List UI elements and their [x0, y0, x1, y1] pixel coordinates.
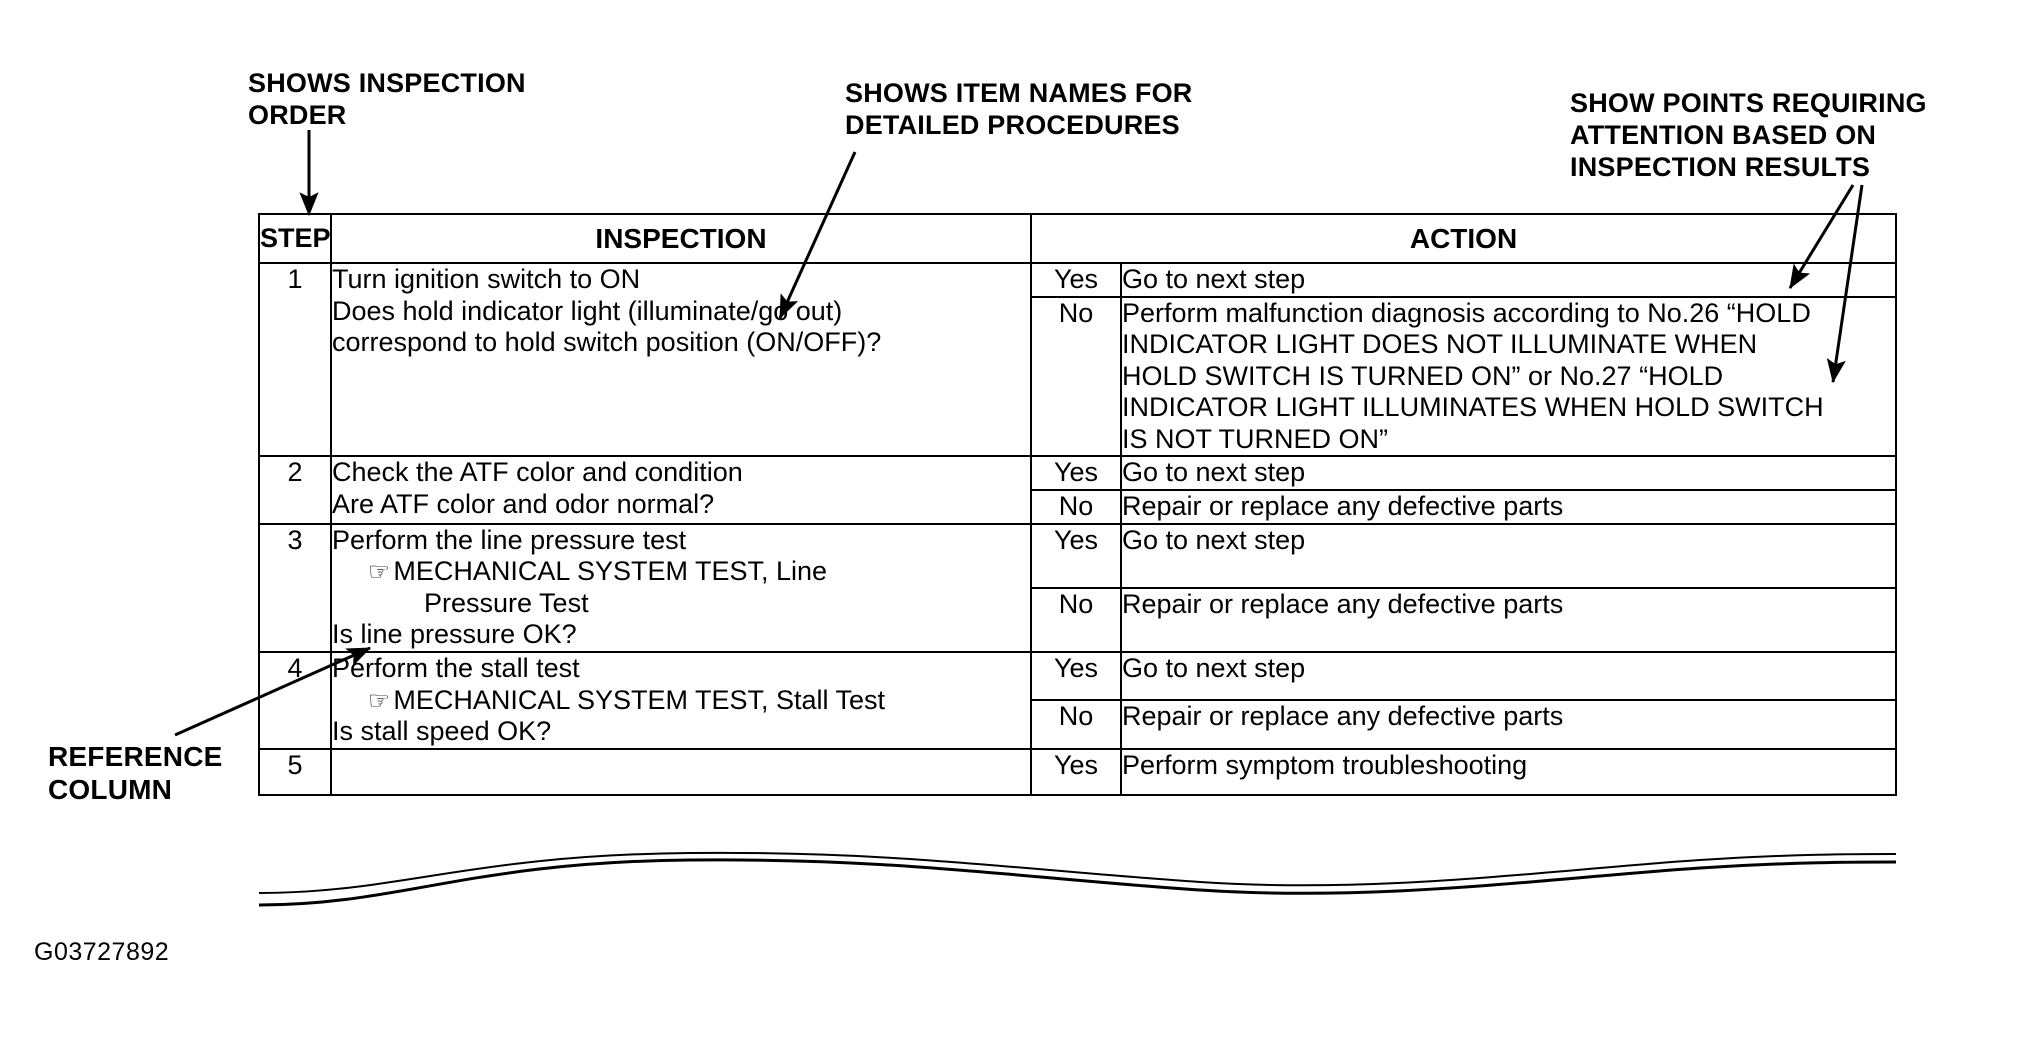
inspection-cell — [330, 747, 1032, 796]
inspection-cell: Turn ignition switch to ON Does hold ind… — [330, 261, 1032, 458]
callout-inspection-order: SHOWS INSPECTION ORDER — [248, 68, 526, 130]
step-number: 1 — [258, 261, 332, 458]
inspection-line: Turn ignition switch to ON — [332, 264, 641, 294]
action-text: Repair or replace any defective parts — [1122, 588, 1564, 619]
result-answer: No — [1030, 295, 1122, 458]
torn-edge-lower — [258, 858, 1897, 907]
inspection-cell: Perform the line pressure test ☞MECHANIC… — [330, 522, 1032, 653]
reference-line: ☞MECHANICAL SYSTEM TEST, Stall Test — [332, 685, 1030, 717]
action-text: Go to next step — [1122, 457, 1306, 488]
inspection-line: Perform the line pressure test — [332, 524, 687, 555]
table-row: No Repair or replace any defective parts — [259, 489, 1898, 525]
action-cell: Go to next step — [1119, 650, 1898, 702]
figure-id-label: G03727892 — [34, 938, 170, 966]
action-text: Go to next step — [1122, 652, 1306, 683]
result-answer: No — [1030, 699, 1122, 750]
action-text: Go to next step — [1122, 264, 1306, 294]
table-row: No Repair or replace any defective parts — [259, 586, 1898, 653]
header-action: ACTION — [1029, 213, 1898, 264]
pointing-hand-icon: ☞ — [368, 557, 390, 587]
inspection-line: Does hold indicator light (illuminate/go… — [332, 295, 843, 326]
step-number: 5 — [258, 747, 332, 796]
action-cell: Repair or replace any defective parts — [1119, 699, 1898, 750]
result-answer: Yes — [1030, 455, 1122, 492]
table-header-row: STEP INSPECTION ACTION — [258, 213, 1898, 264]
table-row: No Perform malfunction diagnosis accordi… — [259, 295, 1898, 458]
action-text: Repair or replace any defective parts — [1122, 701, 1564, 732]
reference-text: MECHANICAL SYSTEM TEST, Stall Test — [393, 684, 886, 715]
reference-line: ☞MECHANICAL SYSTEM TEST, Line — [332, 556, 1030, 588]
action-text: Perform malfunction diagnosis according … — [1122, 297, 1824, 454]
callout-attention-points: SHOW POINTS REQUIRING ATTENTION BASED ON… — [1570, 88, 1927, 182]
reference-line-continued: Pressure Test — [424, 587, 589, 618]
inspection-cell: Perform the stall test ☞MECHANICAL SYSTE… — [330, 650, 1032, 750]
header-step: STEP — [258, 213, 332, 264]
header-inspection: INSPECTION — [330, 213, 1032, 264]
action-cell: Go to next step — [1119, 522, 1898, 589]
step-number: 4 — [258, 650, 332, 750]
table-row: 4 Perform the stall test ☞MECHANICAL SYS… — [258, 650, 1898, 750]
inspection-flow-table: STEP INSPECTION ACTION 1 Turn ignition s… — [258, 213, 1898, 796]
inspection-cell: Check the ATF color and condition Are AT… — [330, 455, 1032, 525]
table-row: 3 Perform the line pressure test ☞MECHAN… — [258, 522, 1898, 653]
action-cell: Perform malfunction diagnosis according … — [1119, 295, 1898, 458]
table-row: 5 Yes Perform symptom troubleshooting — [258, 747, 1898, 796]
result-answer: Yes — [1030, 747, 1122, 796]
result-answer: No — [1030, 586, 1122, 653]
torn-page-mask — [0, 880, 2034, 1038]
result-answer: Yes — [1030, 522, 1122, 589]
inspection-line: Check the ATF color and condition — [332, 457, 743, 488]
action-text: Perform symptom troubleshooting — [1122, 749, 1528, 780]
action-text: Go to next step — [1122, 524, 1306, 555]
inspection-question: Is stall speed OK? — [332, 716, 552, 747]
result-answer: Yes — [1030, 262, 1122, 298]
table-row: 1 Turn ignition switch to ON Does hold i… — [258, 261, 1898, 458]
result-answer: No — [1030, 489, 1122, 525]
table-row: No Repair or replace any defective parts — [259, 699, 1898, 750]
step-number: 3 — [258, 522, 332, 653]
action-cell: Repair or replace any defective parts — [1119, 489, 1898, 525]
result-answer: Yes — [1030, 650, 1122, 702]
action-cell: Perform symptom troubleshooting — [1119, 747, 1898, 796]
step-number: 2 — [258, 455, 332, 525]
table-row: 2 Check the ATF color and condition Are … — [258, 455, 1898, 525]
inspection-line: Perform the stall test — [332, 652, 580, 683]
action-cell: Repair or replace any defective parts — [1119, 586, 1898, 653]
action-cell: Go to next step — [1119, 455, 1898, 492]
callout-reference-column: REFERENCE COLUMN — [48, 741, 223, 806]
inspection-line: Are ATF color and odor normal? — [332, 489, 715, 520]
action-cell: Go to next step — [1119, 262, 1898, 298]
callout-item-names: SHOWS ITEM NAMES FOR DETAILED PROCEDURES — [845, 78, 1193, 140]
inspection-line: correspond to hold switch position (ON/O… — [332, 327, 882, 358]
torn-edge-upper — [258, 851, 1897, 894]
action-text: Repair or replace any defective parts — [1122, 491, 1564, 522]
pointing-hand-icon: ☞ — [368, 685, 390, 715]
reference-text: MECHANICAL SYSTEM TEST, Line — [393, 556, 828, 587]
inspection-question: Is line pressure OK? — [332, 619, 577, 650]
